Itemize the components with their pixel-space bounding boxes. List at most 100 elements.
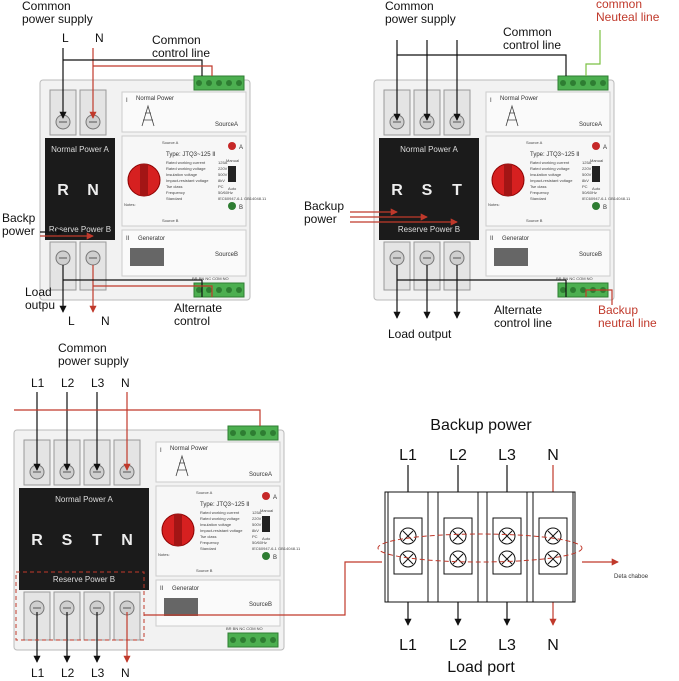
d1-spec-label: Standard <box>166 196 182 201</box>
d3-panel-top-label: Normal Power A <box>55 495 113 504</box>
d3-auto-label: Auto <box>262 536 271 541</box>
d1-indicator-b-label: B <box>239 205 243 211</box>
d3-phase-letter: S <box>62 532 73 549</box>
d1-control-wire-b <box>93 65 213 76</box>
d2-indicator-a-label: A <box>603 145 607 151</box>
d2-type-label: Type: JTQ3~125 Ⅱ <box>530 152 579 158</box>
d3-pointer-to-d4 <box>144 561 382 616</box>
d3-bottom-label: N <box>121 666 130 680</box>
d1-terminal-screw-icon <box>216 80 222 86</box>
d2-terminal-screw-icon <box>600 80 606 86</box>
d1-alt-control-wire-b <box>93 285 213 297</box>
d2-phase-letter: S <box>422 182 433 199</box>
d2-spec-label: Impact-resistant voltage <box>530 178 573 183</box>
d3-notes: Notes: <box>158 552 170 557</box>
d4-terminal-cell <box>486 491 528 603</box>
d3-source-a-small: Source A <box>196 490 213 495</box>
d3-roman-2: II <box>160 586 164 592</box>
d2-spec-label: Rated working voltage <box>530 166 570 171</box>
d4-highlight-ellipse <box>377 533 583 563</box>
d2-spec-label: Standard <box>530 196 546 201</box>
d2-roman-1: I <box>490 98 492 104</box>
d3-spec-value: 500V AC <box>252 522 268 527</box>
d1-top-L: L <box>62 31 69 45</box>
d2-knob-handle <box>504 164 512 196</box>
d3-generator-label: Generator <box>172 586 199 592</box>
d2-terminal-screw-icon <box>590 80 596 86</box>
d1-spec-value: 50/60Hz <box>218 190 233 195</box>
d3-spec-value: 220V AC <box>252 516 268 521</box>
d1-normal-power-label: Normal Power <box>136 96 174 102</box>
d2-manual-label: Manual <box>590 158 603 163</box>
d2-generator-box <box>485 229 611 277</box>
d2-terminal-screw-icon <box>560 287 566 293</box>
d1-indicator-a-icon <box>228 142 236 150</box>
d1-auto-label: Auto <box>228 186 237 191</box>
d4-terminal-inner <box>492 517 522 575</box>
d3-terminal-screw-icon <box>250 637 256 643</box>
d1-spec-value: 125A <box>218 160 228 165</box>
d3-generator-icon <box>164 598 198 616</box>
d1-terminal-screw-icon <box>226 287 232 293</box>
d2-normal-power-label: Normal Power <box>500 96 538 102</box>
d2-spec-label: Rated working current <box>530 160 570 165</box>
d1-terminal-screw-icon <box>196 80 202 86</box>
d3-spec-value: 125A <box>252 510 262 515</box>
d2-black-panel <box>379 138 479 240</box>
d1-spec-value: 220V AC <box>218 166 234 171</box>
d2-spec-label: Insulation voltage <box>530 172 562 177</box>
d2-terminal-screw-icon <box>580 287 586 293</box>
d2-bottom-terminal-labels: BR BN NC COM NO <box>556 276 593 281</box>
d1-spec-value: 8kV <box>218 178 225 183</box>
d4-bottom-label: L1 <box>399 637 417 654</box>
d3-phase-letter: N <box>121 532 133 549</box>
d4-bottom-label: N <box>547 637 559 654</box>
d1-black-panel <box>45 138 115 240</box>
d1-spec-label: Rated working current <box>166 160 206 165</box>
d2-generator-icon <box>494 248 528 266</box>
d1-tower-icon <box>141 104 155 127</box>
d1-spec-label: Insulation voltage <box>166 172 198 177</box>
d1-alt-control-wire-a <box>63 279 203 297</box>
d3-terminal-screw-icon <box>250 430 256 436</box>
d1-bottom-N: N <box>101 314 110 328</box>
d1-normal-power-box <box>121 91 247 133</box>
d1-phase-letter: N <box>87 182 99 199</box>
d2-phase-letter: R <box>391 182 403 199</box>
d3-spec-value: IEC60947-6-1 GB14048.11 <box>252 546 301 551</box>
d3-spec-label: Tse class <box>200 534 216 539</box>
d3-indicator-b-icon <box>262 552 270 560</box>
d3-source-a-label: SourceA <box>249 472 272 478</box>
d1-bottom-L: L <box>68 314 75 328</box>
d3-spec-value: PC <box>252 534 258 539</box>
d3-spec-label: Rated working current <box>200 510 240 515</box>
d1-terminal-screw-icon <box>216 287 222 293</box>
d1-bottom-terminal-labels: BR BN NC COM NO <box>192 276 229 281</box>
d1-terminal-screw-icon <box>196 287 202 293</box>
d3-top-label: L2 <box>61 376 75 390</box>
d2-terminal-screw-icon <box>580 80 586 86</box>
d1-source-b-label: SourceB <box>215 252 238 258</box>
d3-normal-power-label: Normal Power <box>170 446 208 452</box>
d4-backup-power: Backup power <box>430 417 532 434</box>
d4-screw-cross <box>547 530 559 565</box>
d3-top-label: L3 <box>91 376 105 390</box>
d3-spec-label: Insulation voltage <box>200 522 232 527</box>
d2-phase-letter: T <box>452 182 462 199</box>
d1-spec-label: Tse class <box>166 184 182 189</box>
d3-roman-1: I <box>160 448 162 454</box>
d4-screw-icon <box>449 550 467 568</box>
d1-spec-value: 500V AC <box>218 172 234 177</box>
d2-spec-value: 8kV <box>582 178 589 183</box>
d3-source-b-small: Source B <box>196 568 213 573</box>
d1-notes: Notes: <box>124 202 136 207</box>
d4-terminal-cell <box>437 491 479 603</box>
d2-auto-label: Auto <box>592 186 601 191</box>
d3-indicator-a-label: A <box>273 495 277 501</box>
d2-notes: Notes: <box>488 202 500 207</box>
d4-screw-icon <box>399 527 417 545</box>
